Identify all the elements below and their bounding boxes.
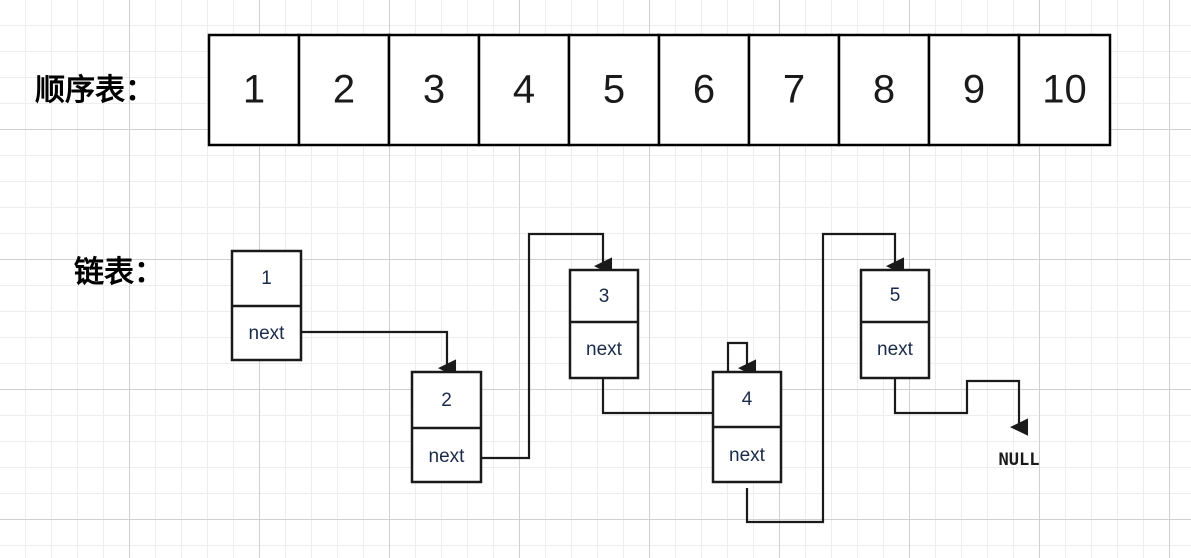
array-cell-value: 6 — [693, 68, 715, 112]
array-cell-value: 5 — [603, 68, 625, 112]
array-cell — [477, 33, 571, 147]
array-cell-value: 3 — [423, 68, 445, 112]
node-value: 2 — [441, 390, 452, 411]
array-cell — [927, 33, 1021, 147]
node-next-label: next — [249, 323, 286, 344]
sequential-list-array: 1 2 3 4 5 6 7 8 9 10 — [207, 33, 1112, 147]
linked-list-node: 5 next — [859, 268, 931, 380]
array-cell-value: 4 — [513, 68, 535, 112]
node-next-label: next — [877, 339, 914, 360]
array-cell-value: 8 — [873, 68, 895, 112]
node-next-label: next — [429, 446, 466, 467]
linked-list-node: 3 next — [568, 268, 640, 380]
array-cell — [567, 33, 661, 147]
linked-list-label: 链表： — [74, 255, 164, 290]
array-cell — [747, 33, 841, 147]
node-next-label: next — [586, 339, 623, 360]
array-cell-value: 9 — [963, 68, 985, 112]
array-cell — [1017, 33, 1112, 147]
array-cell — [657, 33, 751, 147]
array-cell-value: 7 — [783, 68, 805, 112]
array-cell-value: 1 — [243, 68, 265, 112]
node-value: 5 — [890, 285, 901, 306]
link-node2-to-node3 — [480, 232, 613, 460]
node-value: 1 — [261, 268, 272, 289]
sequential-list-label: 顺序表： — [35, 73, 155, 108]
array-cell-value: 2 — [333, 68, 355, 112]
node-value: 4 — [742, 389, 753, 410]
array-cell — [207, 33, 301, 147]
linked-list-node: 4 next — [711, 370, 783, 484]
array-cell — [837, 33, 931, 147]
link-node5-to-null — [893, 378, 1029, 436]
link-node4-to-node5 — [745, 232, 905, 524]
link-node1-to-node2 — [301, 330, 457, 377]
node-next-label: next — [729, 445, 766, 466]
linked-list-node: 2 next — [410, 370, 483, 484]
node-value: 3 — [599, 286, 610, 307]
array-cell-value: 10 — [1042, 68, 1087, 112]
linked-list-node: 1 next — [230, 249, 303, 362]
null-terminator-label: NULL — [999, 450, 1040, 470]
